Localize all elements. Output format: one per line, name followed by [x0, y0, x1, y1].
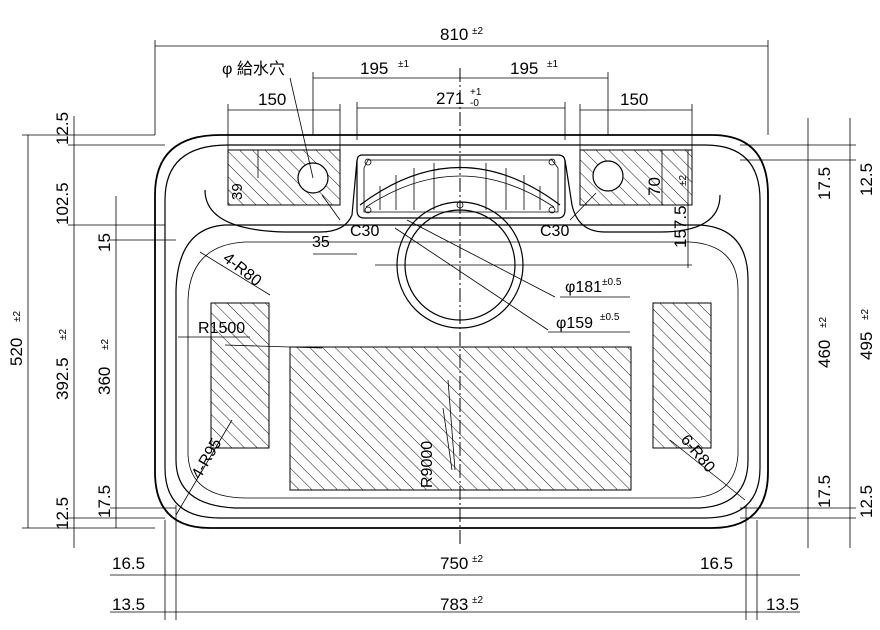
dim-right-depth-495: 495: [857, 332, 876, 360]
dim-hole-offset-left: 195: [360, 59, 388, 78]
label-chamfer-right: C30: [540, 223, 569, 240]
right-deck-pad: [579, 149, 693, 206]
dim-center-width-tol-bot: -0: [470, 98, 479, 109]
left-dimensions: 520 ±2 12.5 102.5 392.5 ±2 12.5 15 360 ±…: [7, 112, 176, 548]
dim-right-depth-460: 460: [815, 340, 834, 368]
dim-deck-depth: 102.5: [53, 182, 72, 225]
deck-curve-right: [564, 159, 721, 233]
dim-inner-width: 750: [440, 554, 468, 573]
dim-bottom-edge-left: 12.5: [53, 497, 72, 530]
right-supply-hole: [592, 160, 624, 192]
dim-mid-width-tol: ±2: [472, 595, 483, 606]
dim-right-inset-2: 13.5: [766, 595, 799, 614]
dim-right-bottom-1: 17.5: [815, 475, 834, 508]
dim-hole-offset-left-tol: ±1: [398, 59, 409, 70]
dim-bowl-center-offset: 157.5: [671, 205, 690, 248]
dim-right-top-1: 12.5: [857, 163, 876, 196]
dim-right-depth-495-tol: ±2: [860, 309, 871, 320]
dim-left-inset-2: 13.5: [112, 595, 145, 614]
dim-right-inset-1: 16.5: [700, 554, 733, 573]
dim-chamfer-small: 35: [312, 234, 330, 251]
dim-hole-offset-right-tol: ±1: [547, 59, 558, 70]
dim-overall-depth-tol: ±2: [12, 311, 23, 322]
dim-hole-to-pad-right-tol: ±2: [678, 175, 689, 186]
dim-total-width: 810: [440, 25, 468, 44]
right-dimensions: 17.5 12.5 460 ±2 495 ±2 17.5 12.5 157.5 …: [645, 118, 876, 548]
label-drain-inner: φ159: [556, 315, 593, 332]
dim-hole-offset-right: 195: [510, 59, 538, 78]
left-side-pad: [210, 302, 270, 449]
dim-hole-from-edge: 39: [229, 183, 246, 200]
top-dimensions: 810 ±2 195 ±1 195 ±1 271 +1 -0 150 150 φ…: [154, 25, 769, 179]
dim-center-width-tol-top: +1: [470, 87, 482, 98]
dim-right-depth-460-tol: ±2: [818, 317, 829, 328]
label-radius-bottom-left: 4-R95: [189, 436, 226, 482]
label-radius-side: R1500: [198, 320, 245, 337]
dim-overall-depth: 520: [7, 338, 26, 366]
dim-step: 15: [95, 233, 114, 252]
dim-overall-depth-inner: 392.5: [53, 357, 72, 400]
bowl-inner-edge: [187, 241, 739, 499]
dim-overall-depth-inner-tol: ±2: [58, 329, 69, 340]
label-radius-top-left: 4-R80: [220, 250, 265, 290]
center-lines: [375, 68, 692, 545]
label-radius-bottom: R9000: [419, 441, 436, 488]
label-drain-outer: φ181: [565, 279, 602, 296]
outer-rim: [154, 134, 769, 529]
deck-curve-left: [204, 159, 358, 233]
dim-right-pad-width: 150: [620, 90, 648, 109]
bowl-edge: [175, 224, 749, 509]
dim-bottom-step-left: 17.5: [95, 485, 114, 518]
label-supply-hole: φ 給水穴: [222, 60, 285, 78]
supply-holes: [297, 160, 624, 194]
center-basket: [356, 154, 566, 219]
dim-left-inset-1: 16.5: [112, 554, 145, 573]
dim-bowl-depth-tol: ±2: [100, 339, 111, 350]
label-chamfer-left: C30: [350, 223, 379, 240]
hatched-areas: [210, 149, 712, 491]
label-drain-outer-tol: ±0.5: [602, 277, 622, 288]
dim-total-width-tol: ±2: [472, 26, 483, 37]
dim-mid-width: 783: [440, 595, 468, 614]
inner-rim: [164, 144, 761, 519]
dim-hole-to-pad-right: 70: [645, 177, 664, 196]
bottom-dimensions: 16.5 750 ±2 16.5 13.5 783 ±2 13.5: [110, 505, 800, 620]
right-side-pad: [652, 302, 712, 449]
label-drain-inner-tol: ±0.5: [600, 312, 620, 323]
dim-center-width: 271: [436, 89, 464, 108]
dim-right-top-2: 17.5: [815, 167, 834, 200]
dim-right-bottom-2: 12.5: [857, 485, 876, 518]
dim-top-edge-left: 12.5: [53, 112, 72, 145]
dim-left-pad-width: 150: [258, 90, 286, 109]
dim-bowl-depth: 360: [95, 367, 114, 395]
dim-inner-width-tol: ±2: [472, 554, 483, 565]
sink-outline-group: [154, 134, 769, 529]
